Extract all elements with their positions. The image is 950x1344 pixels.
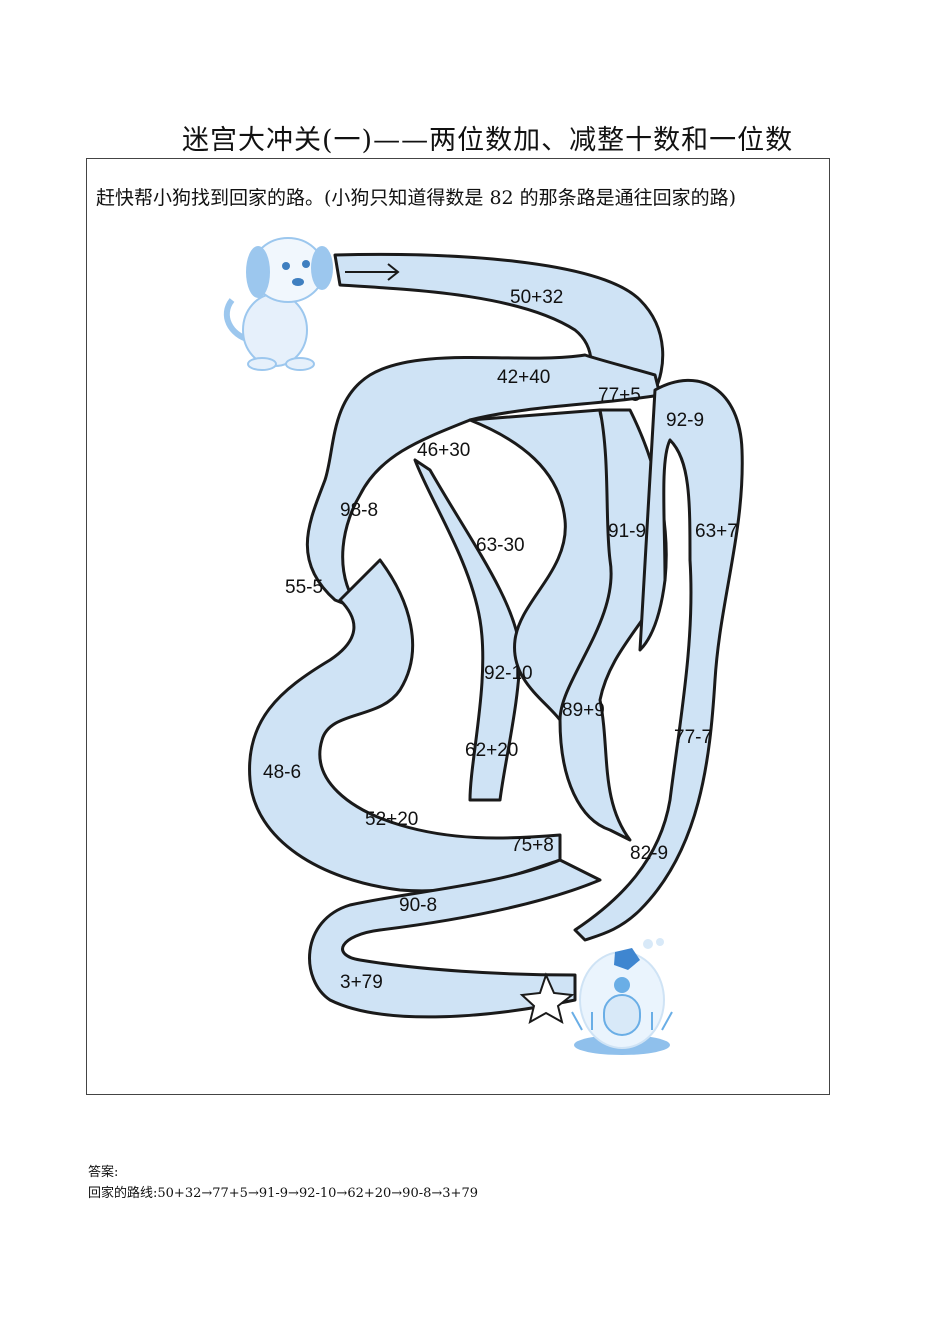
expression-label: 42+40 (497, 367, 550, 388)
maze-frame (86, 158, 830, 1095)
bottom-corridor (308, 858, 602, 1019)
answer-heading: 答案: (88, 1165, 119, 1180)
upper-corridor (305, 353, 662, 612)
expression-label: 62+20 (465, 740, 518, 761)
expression-label: 75+8 (511, 835, 554, 856)
maze-paths (248, 252, 744, 1019)
star-icon (519, 972, 575, 1025)
expression-label: 89+9 (562, 700, 605, 721)
answer-section: 答案: 回家的路线:50+32→77+5→91-9→92-10→62+20→90… (88, 1162, 478, 1204)
expression-label: 92-9 (666, 410, 704, 431)
dog-icon (223, 237, 333, 371)
expression-label: 91-9 (608, 521, 646, 542)
instruction-text: 赶快帮小狗找到回家的路。(小狗只知道得数是 82 的那条路是通往回家的路) (96, 187, 737, 209)
expression-label: 77+5 (598, 385, 641, 406)
expression-label: 50+32 (510, 287, 563, 308)
worksheet-title: 迷宫大冲关(一)——两位数加、减整十数和一位数 (182, 125, 794, 156)
expression-label: 52+20 (365, 809, 418, 830)
expression-label: 63-30 (476, 535, 525, 556)
middle-corridor-left (413, 458, 522, 802)
right-corridor (573, 378, 744, 942)
expression-label: 48-6 (263, 762, 301, 783)
expression-label: 46+30 (417, 440, 470, 461)
expression-label: 90-8 (399, 895, 437, 916)
expression-label: 82-9 (630, 843, 668, 864)
expression-label: 92-10 (484, 663, 533, 684)
expression-label: 55-5 (285, 577, 323, 598)
expression-label: 3+79 (340, 972, 383, 993)
house-icon (571, 938, 673, 1055)
start-arrow (345, 263, 400, 281)
expression-label: 77-7 (674, 727, 712, 748)
expression-label: 98-8 (340, 500, 378, 521)
maze-expressions: 50+32 42+40 77+5 92-9 46+30 98-8 91-9 63+7 63-30… (263, 287, 738, 993)
answer-route: 回家的路线:50+32→77+5→91-9→92-10→62+20→90-8→3… (88, 1186, 478, 1201)
expression-label: 63+7 (695, 521, 738, 542)
